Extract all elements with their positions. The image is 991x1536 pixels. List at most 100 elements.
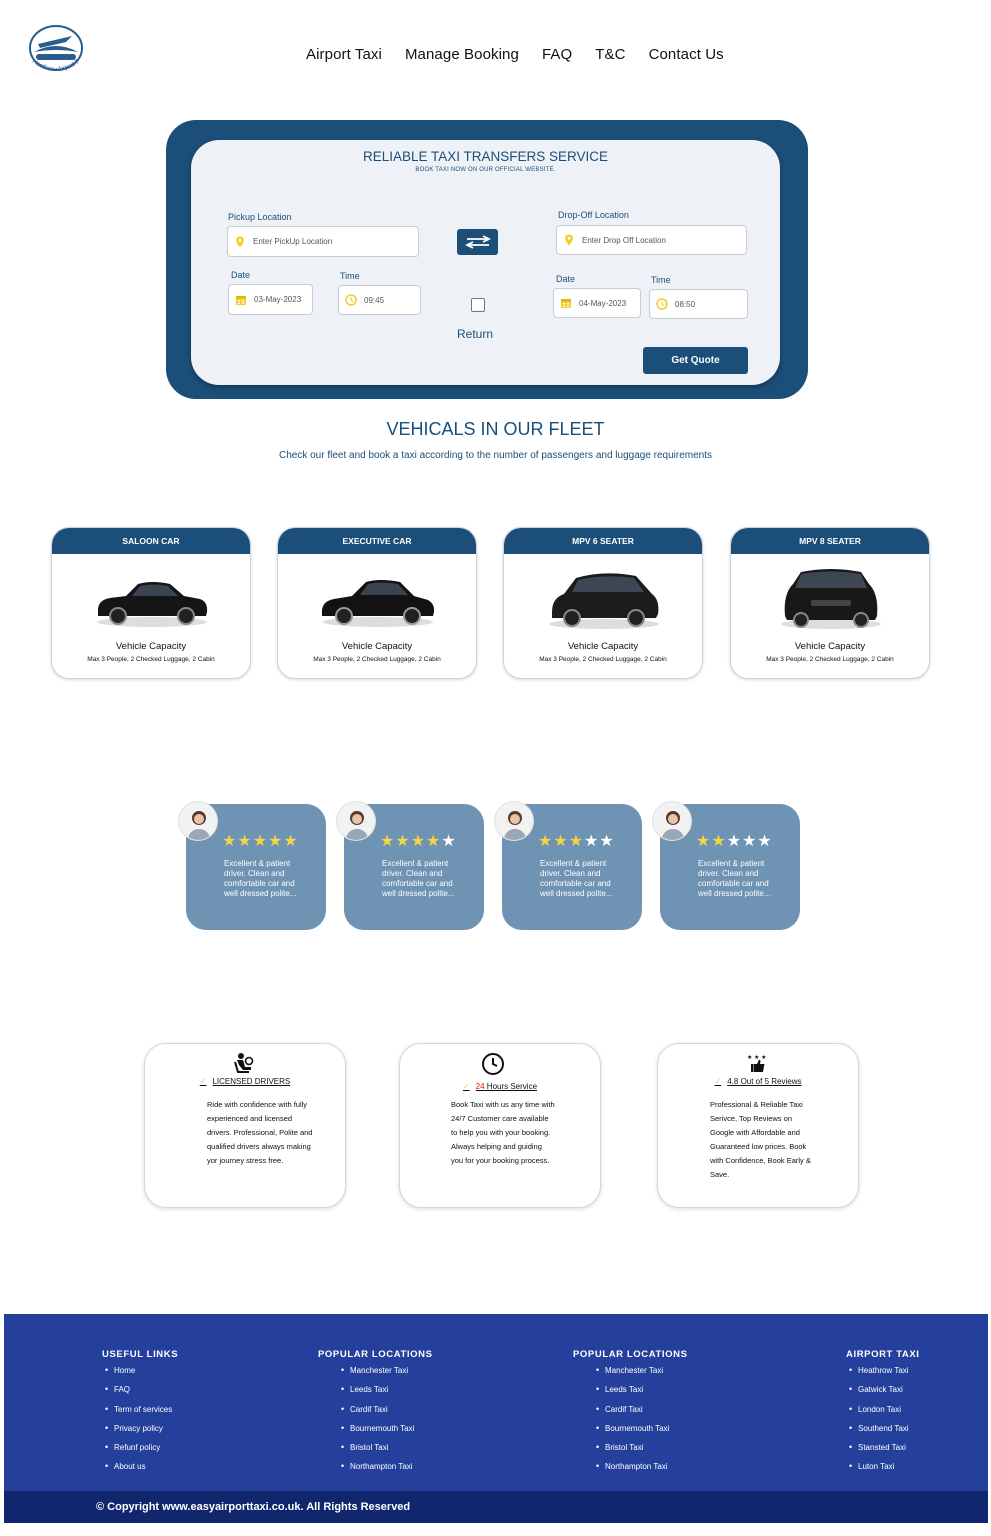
pickup-date-value: 03-May-2023 (254, 295, 302, 304)
pickup-date-label: Date (231, 270, 251, 280)
return-label: Return (457, 327, 494, 341)
main-nav: Airport Taxi Manage Booking FAQ T&C Cont… (306, 46, 724, 63)
star-filled-icon: ★ (252, 833, 269, 850)
vehicle-capacity-details: Max 3 People, 2 Checked Luggage, 2 Cabin (539, 656, 667, 663)
pickup-date-input[interactable]: 03-May-2023 (228, 284, 313, 315)
vehicle-capacity-label: Vehicle Capacity (341, 641, 413, 652)
footer-column: AIRPORT TAXI Heathrow Taxi Gatwick Taxi … (846, 1349, 920, 1482)
nav-faq[interactable]: FAQ (541, 46, 573, 63)
footer-link[interactable]: Bournemouth Taxi (338, 1423, 433, 1443)
footer-link[interactable]: Gatwick Taxi (846, 1384, 920, 1404)
footer-link[interactable]: Cardif Taxi (593, 1404, 688, 1424)
review-card: ★★★★★ Excellent & patient driver. Clean … (494, 801, 642, 930)
star-filled-icon: ★ (538, 833, 554, 850)
footer-column: POPULAR LOCATIONS Manchester Taxi Leeds … (318, 1349, 433, 1482)
dropoff-input[interactable]: Enter Drop Off Location (556, 225, 747, 255)
return-checkbox[interactable] (471, 298, 485, 312)
dropoff-date-input[interactable]: 04-May-2023 (553, 288, 641, 318)
dropoff-time-value: 08:50 (675, 299, 696, 309)
footer-link[interactable]: Luton Taxi (846, 1461, 920, 1481)
feature-card-24-hours: ✓24 Hours Service Book Taxi with us any … (399, 1043, 601, 1208)
clock-icon (656, 298, 668, 310)
car-card-saloon[interactable]: SALOON CAR Vehicle Capacity Max 3 People… (51, 527, 251, 679)
star-filled-icon: ★ (268, 833, 284, 850)
dropoff-date-label: Date (556, 274, 576, 284)
nav-airport-taxi[interactable]: Airport Taxi (306, 46, 382, 63)
feature-body: Ride with confidence with fully experien… (207, 1100, 313, 1165)
footer-link[interactable]: Cardif Taxi (338, 1404, 433, 1424)
footer-link[interactable]: Privacy policy (102, 1423, 178, 1443)
footer-link[interactable]: Manchester Taxi (338, 1365, 433, 1385)
get-quote-button[interactable]: Get Quote (643, 347, 748, 374)
booking-title: RELIABLE TAXI TRANSFERS SERVICE (362, 149, 609, 164)
location-pin-icon (236, 236, 244, 247)
review-card: ★★★★★ Excellent & patient driver. Clean … (178, 801, 326, 930)
review-text: Excellent & patient driver. Clean and co… (698, 859, 771, 898)
feature-title: ✓4.8 Out of 5 Reviews (714, 1077, 802, 1086)
star-filled-icon: ★ (553, 833, 569, 850)
footer-link[interactable]: Northampton Taxi (338, 1461, 433, 1481)
pickup-time-label: Time (340, 271, 360, 281)
swap-locations-button[interactable] (457, 229, 498, 255)
pickup-time-value: 09:45 (364, 295, 385, 305)
footer-link[interactable]: Bristol Taxi (593, 1442, 688, 1462)
car-card-executive[interactable]: EXECUTIVE CAR Vehicle Capacity Max 3 Peo… (277, 527, 477, 679)
feature-title: ✓24 Hours Service (462, 1082, 538, 1091)
star-filled-icon: ★ (395, 833, 411, 850)
svg-text:★ ★ ★: ★ ★ ★ (747, 1054, 766, 1061)
nav-contact-us[interactable]: Contact Us (648, 46, 724, 63)
vehicle-capacity-label: Vehicle Capacity (794, 641, 866, 652)
footer-link[interactable]: Heathrow Taxi (846, 1365, 920, 1385)
dropoff-time-input[interactable]: 08:50 (649, 289, 748, 319)
check-icon: ✓ (462, 1082, 470, 1091)
pickup-label: Pickup Location (228, 212, 292, 222)
footer-link[interactable]: About us (102, 1461, 178, 1481)
footer-link[interactable]: Leeds Taxi (338, 1384, 433, 1404)
footer-link[interactable]: London Taxi (846, 1404, 920, 1424)
dropoff-placeholder: Enter Drop Off Location (582, 235, 666, 245)
site-footer: USEFUL LINKS Home FAQ Term of services P… (4, 1314, 988, 1491)
nav-manage-booking[interactable]: Manage Booking (404, 46, 519, 63)
nav-tc[interactable]: T&C (595, 46, 626, 63)
site-logo[interactable]: Heathrow Airport Taxi (26, 22, 86, 80)
star-empty-icon: ★ (599, 833, 615, 850)
footer-link[interactable]: Bristol Taxi (338, 1442, 433, 1462)
star-filled-icon: ★ (410, 833, 427, 850)
car-card-mpv6[interactable]: MPV 6 SEATER Vehicle Capacity Max 3 Peop… (503, 527, 703, 679)
review-text: Excellent & patient driver. Clean and co… (540, 859, 613, 898)
star-empty-icon: ★ (584, 833, 600, 850)
fleet-subtitle: Check our fleet and book a taxi accordin… (278, 450, 713, 461)
vehicle-capacity-details: Max 3 People, 2 Checked Luggage, 2 Cabin (766, 656, 894, 663)
pickup-input[interactable]: Enter PickUp Location (227, 226, 419, 257)
car-card-mpv8[interactable]: MPV 8 SEATER Vehicle Capacity Max 3 Peop… (730, 527, 930, 679)
reviewer-avatar (178, 801, 218, 841)
car-name: MPV 8 SEATER (731, 528, 929, 554)
footer-link[interactable]: Stansted Taxi (846, 1442, 920, 1462)
footer-link[interactable]: Leeds Taxi (593, 1384, 688, 1404)
clock-icon (482, 1053, 504, 1075)
footer-link[interactable]: Refunf policy (102, 1442, 178, 1462)
star-empty-icon: ★ (742, 833, 758, 850)
footer-link[interactable]: Northampton Taxi (593, 1461, 688, 1481)
check-icon: ✓ (714, 1077, 722, 1086)
footer-link[interactable]: Southend Taxi (846, 1423, 920, 1443)
star-filled-icon: ★ (237, 833, 253, 850)
footer-link[interactable]: Manchester Taxi (593, 1365, 688, 1385)
reviewer-avatar (652, 801, 692, 841)
booking-subtitle: BOOK TAXI NOW ON OUR OFFICIAL WEBSITE. (415, 167, 556, 173)
star-filled-icon: ★ (426, 833, 442, 850)
review-card: ★★★★★ Excellent & patient driver. Clean … (336, 801, 484, 930)
vehicle-capacity-details: Max 3 People, 2 Checked Luggage, 2 Cabin (87, 656, 215, 663)
vehicle-capacity-label: Vehicle Capacity (567, 641, 639, 652)
footer-link[interactable]: FAQ (102, 1384, 178, 1404)
dropoff-date-value: 04-May-2023 (579, 298, 627, 308)
footer-heading: POPULAR LOCATIONS (573, 1349, 688, 1360)
review-text: Excellent & patient driver. Clean and co… (224, 859, 297, 898)
review-text: Excellent & patient driver. Clean and co… (382, 859, 455, 898)
check-icon: ✓ (199, 1077, 207, 1086)
pickup-time-input[interactable]: 09:45 (338, 285, 421, 315)
footer-link[interactable]: Bournemouth Taxi (593, 1423, 688, 1443)
footer-link[interactable]: Term of services (102, 1404, 178, 1424)
feature-title: ✓LICENSED DRIVERS (199, 1077, 291, 1086)
footer-link[interactable]: Home (102, 1365, 178, 1385)
